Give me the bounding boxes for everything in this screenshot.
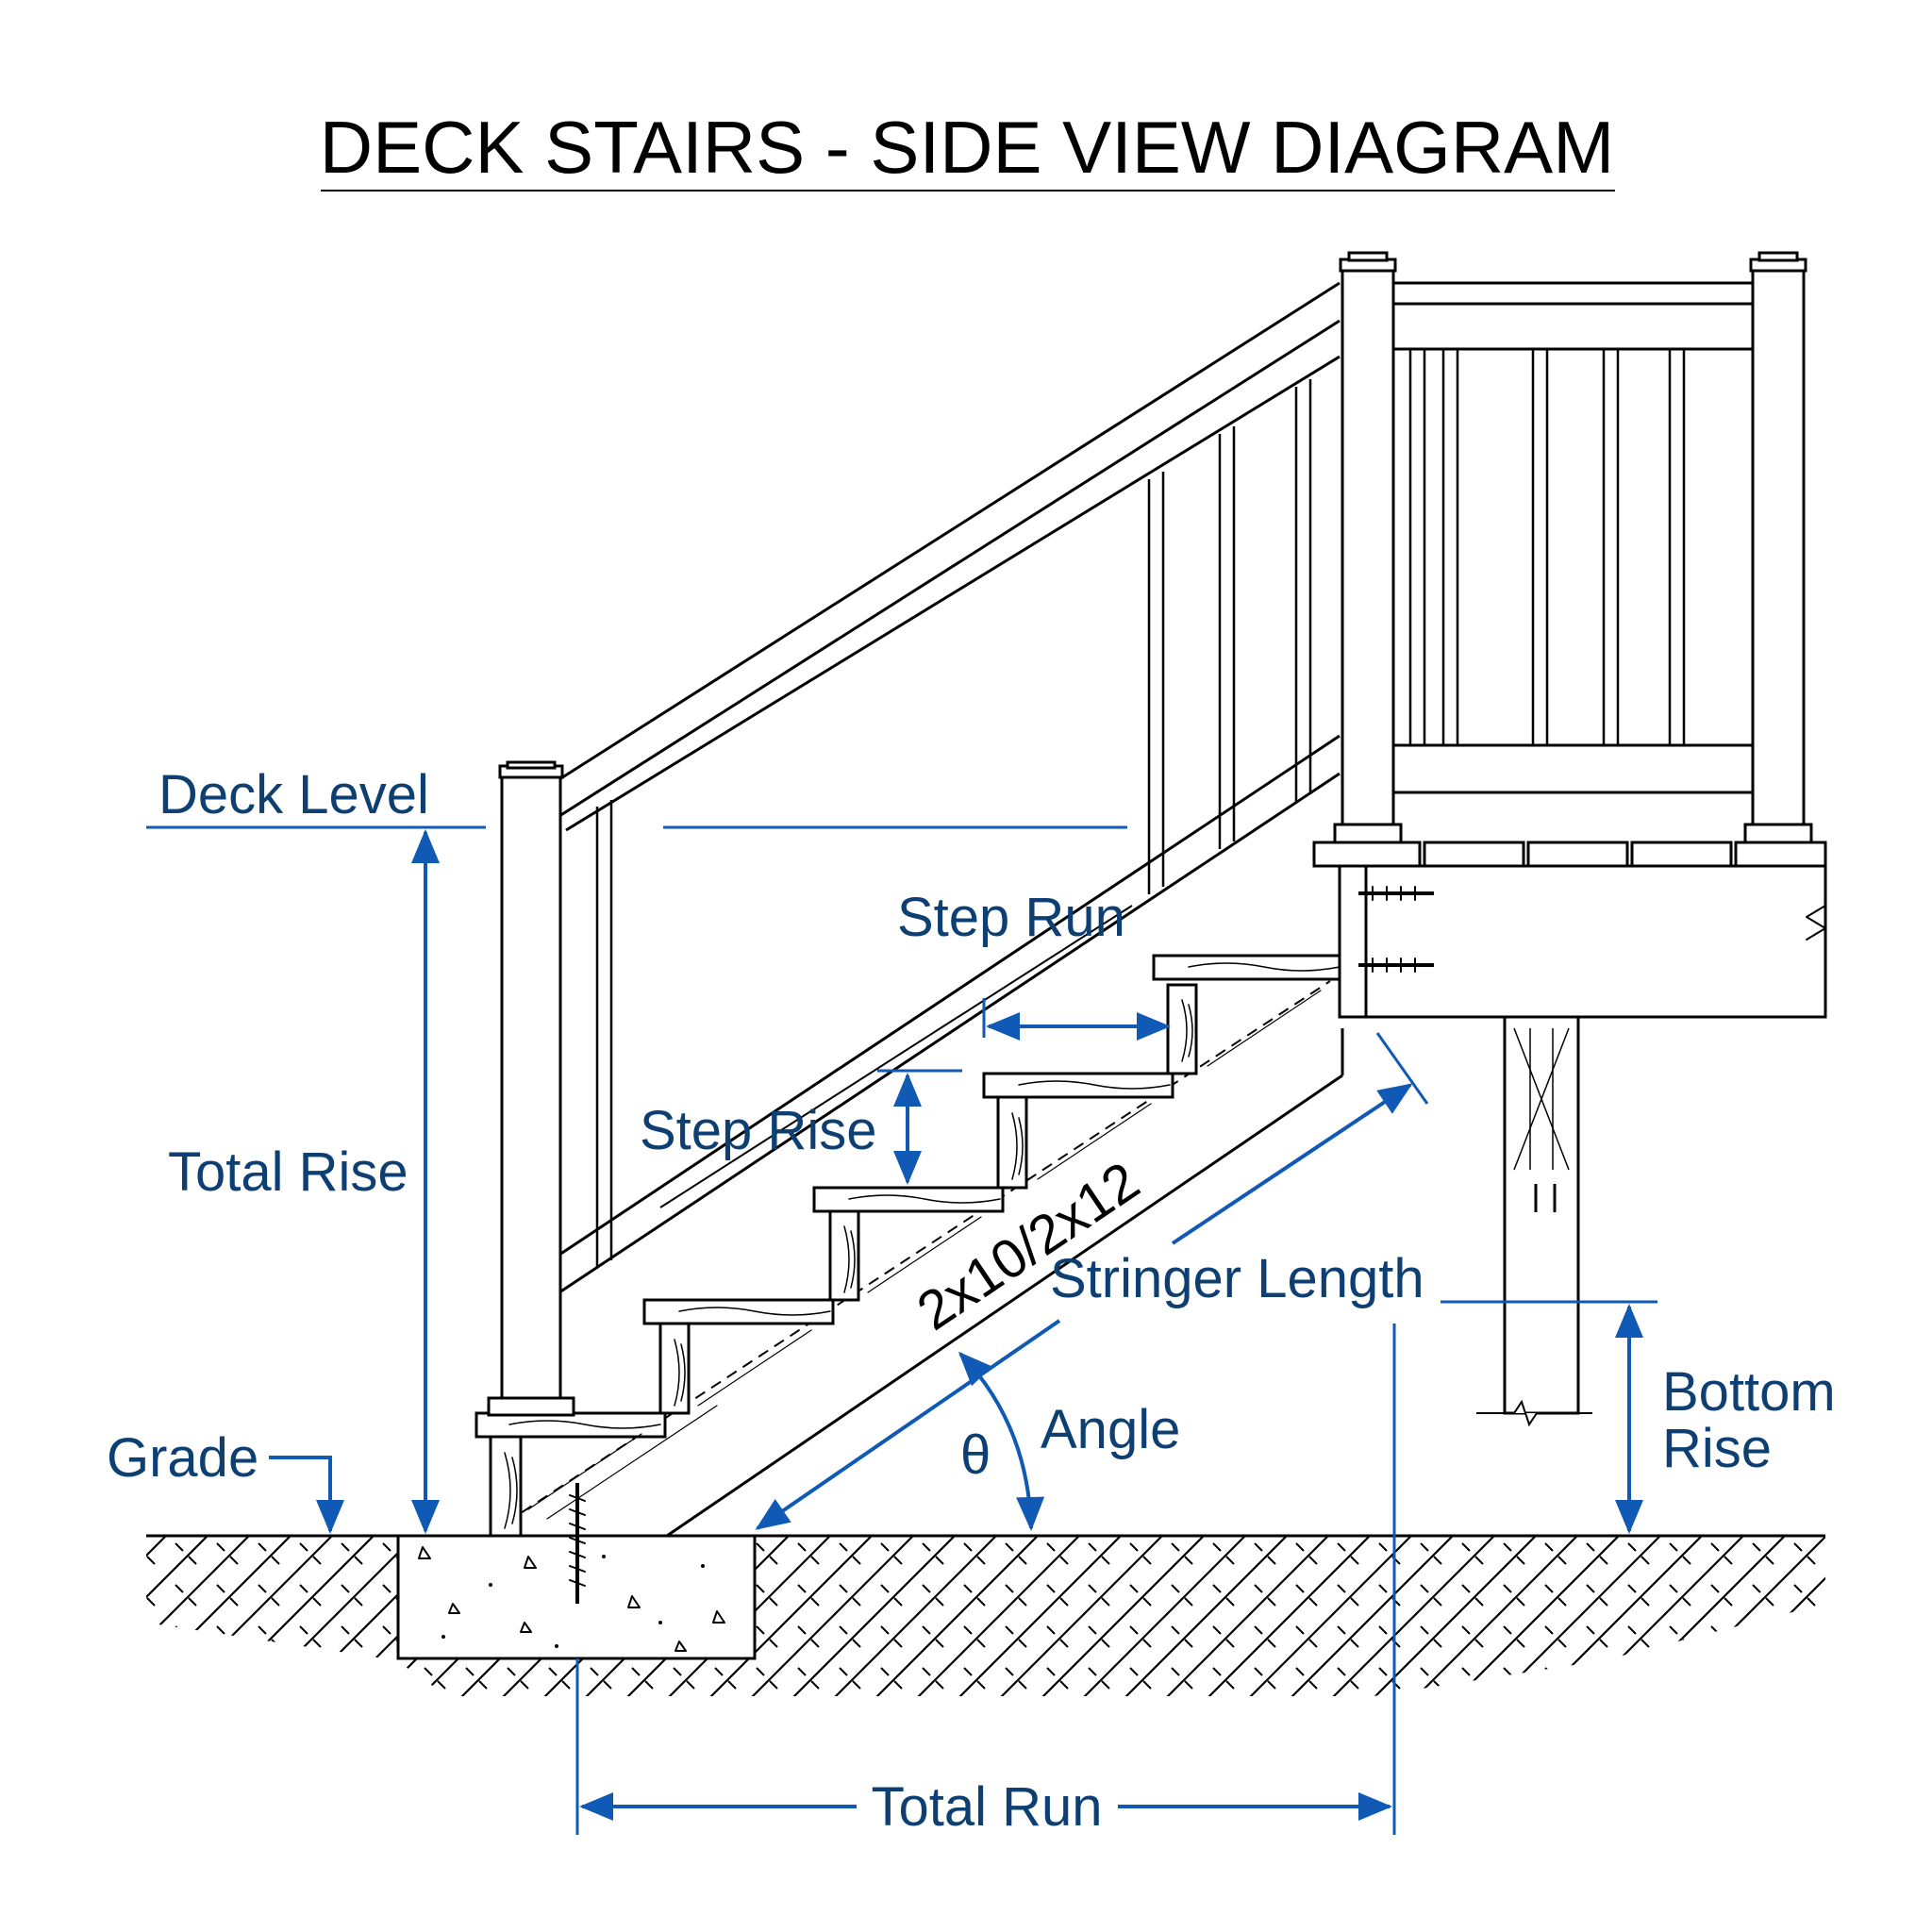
dimension-lines <box>146 825 1657 1835</box>
deck-post <box>1476 1015 1592 1427</box>
tread-1 <box>475 1411 667 1439</box>
break-mark-rim <box>1806 905 1826 941</box>
deck-bottom-rail <box>1391 743 1755 794</box>
tread-5 <box>1152 954 1344 981</box>
lag-bolts <box>1358 886 1434 973</box>
label-total-rise: Total Rise <box>168 1141 408 1203</box>
labels: Deck Level Step Run Step Rise Total Rise… <box>107 764 1836 1838</box>
deck-railing <box>1333 251 1813 844</box>
riser-2 <box>658 1321 691 1415</box>
stringer-end-tick <box>1375 1032 1429 1105</box>
wood-grain <box>504 962 1341 1529</box>
label-step-rise: Step Rise <box>640 1100 876 1161</box>
stair-railing <box>556 281 1341 1294</box>
grade-pointer-arrow <box>269 1456 344 1534</box>
top-newel-post <box>1341 267 1395 835</box>
deck-board-1 <box>1312 841 1422 868</box>
deck-balusters <box>1408 349 1686 745</box>
deck-board-3 <box>1526 841 1629 868</box>
stringer-length-arrow-lower <box>755 1319 1061 1530</box>
stair-balusters <box>595 379 1312 1267</box>
deck-board-4 <box>1630 841 1733 868</box>
label-bottom-rise-2: Rise <box>1662 1418 1772 1479</box>
label-deck-level: Deck Level <box>158 764 429 825</box>
stair-steps <box>475 954 1344 1538</box>
stringer-hatch <box>527 990 1322 1520</box>
deck-board-5 <box>1734 841 1827 868</box>
label-angle: Angle <box>1041 1399 1180 1460</box>
deck-structure <box>1312 841 1827 1019</box>
deck-sub-rail <box>1391 302 1755 351</box>
label-grade: Grade <box>107 1427 258 1489</box>
deck-board-2 <box>1423 841 1525 868</box>
soil-fade-mask <box>146 1604 1825 1726</box>
rim-joist <box>1338 864 1827 1019</box>
deck-top-rail <box>1391 281 1755 306</box>
tread-2 <box>642 1298 835 1325</box>
bottom-newel-post <box>487 760 575 1417</box>
tread-3 <box>812 1186 1005 1213</box>
page-title: DECK STAIRS - SIDE VIEW DIAGRAM <box>320 106 1614 189</box>
label-total-run: Total Run <box>871 1776 1102 1838</box>
label-angle-symbol: θ <box>960 1424 991 1486</box>
label-bottom-rise-1: Bottom <box>1662 1361 1836 1423</box>
label-step-run: Step Run <box>897 887 1125 948</box>
end-post <box>1751 267 1806 835</box>
rim-board <box>1338 864 1368 1019</box>
angle-arc-arrow <box>958 1351 1045 1531</box>
tread-4 <box>982 1072 1174 1099</box>
label-stringer-length: Stringer Length <box>1050 1248 1424 1309</box>
stringer-length-arrow-upper <box>1171 1083 1413 1245</box>
riser-3 <box>828 1208 860 1302</box>
riser-1 <box>489 1434 523 1538</box>
